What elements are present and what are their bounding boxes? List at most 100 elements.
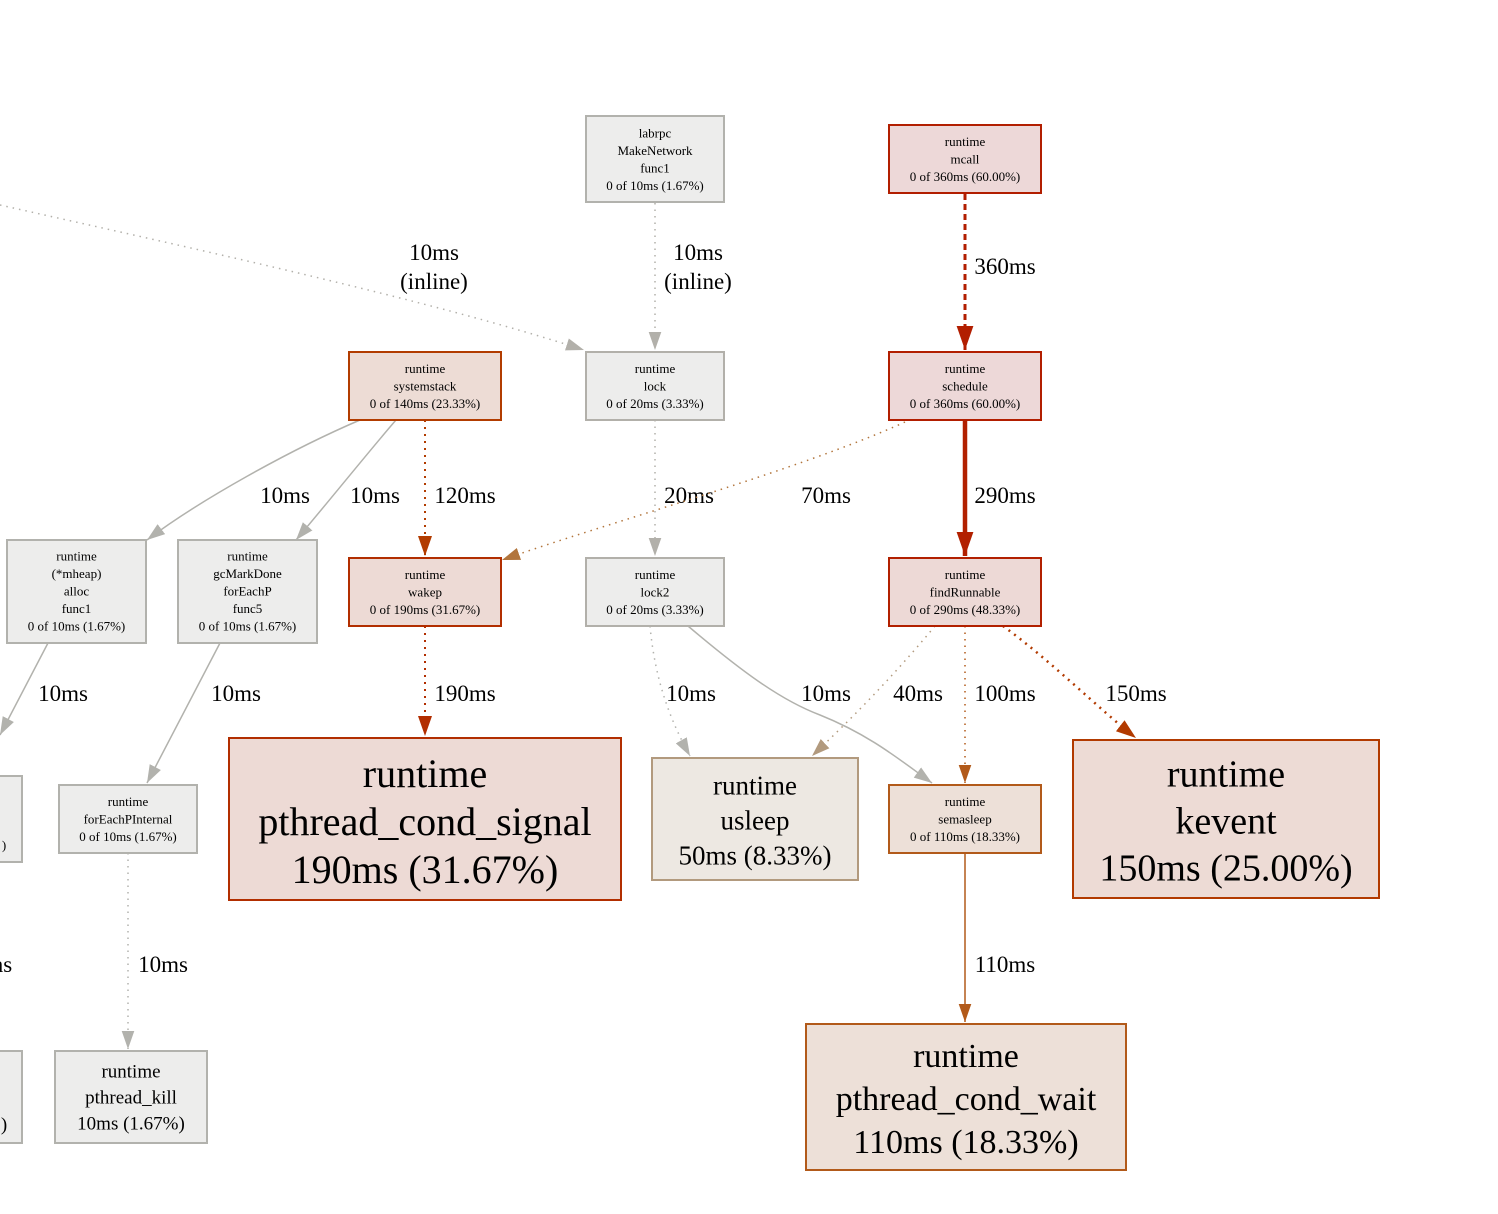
node-label-line: runtime xyxy=(713,770,797,800)
edge-wakep-to-pthread_cond_signal: 190ms xyxy=(418,626,496,736)
edge-label: 150ms xyxy=(1105,681,1166,706)
edge-label: 10ms xyxy=(138,952,188,977)
node-label-line: 0 of 360ms (60.00%) xyxy=(910,396,1021,411)
node-label-line: runtime xyxy=(108,794,149,809)
node-label-line: runtime xyxy=(405,567,446,582)
node-label-line: lock2 xyxy=(641,585,670,600)
node-box[interactable] xyxy=(54,1050,208,1144)
node-label-line: 0 of 20ms (3.33%) xyxy=(606,396,704,411)
node-label-line: forEachPInternal xyxy=(84,812,173,827)
edge-label: 10ms xyxy=(211,681,261,706)
node-partial-node-a[interactable]: ) xyxy=(0,775,23,863)
node-box[interactable] xyxy=(651,757,859,881)
node-wakep[interactable]: runtime wakep 0 of 190ms (31.67%) xyxy=(348,557,502,627)
edge-label: (inline) xyxy=(664,269,732,294)
edge-lock2-to-semasleep: 10ms xyxy=(687,625,933,784)
node-box[interactable] xyxy=(0,1050,23,1144)
node-box[interactable] xyxy=(888,351,1042,421)
node-label-line: MakeNetwork xyxy=(617,143,693,158)
edge-findrunnable-to-usleep: 40ms xyxy=(811,625,943,757)
node-box[interactable] xyxy=(6,539,147,644)
node-label-line: kevent xyxy=(1175,800,1277,842)
node-box[interactable] xyxy=(348,557,502,627)
node-box[interactable] xyxy=(888,124,1042,194)
edge-label: 20ms xyxy=(664,483,714,508)
edge-partial-edge: ns xyxy=(0,952,12,977)
node-label-line: 0 of 20ms (3.33%) xyxy=(606,602,704,617)
edge-mcall-to-schedule: 360ms xyxy=(956,194,1036,350)
node-label-line: gcMarkDone xyxy=(213,566,282,581)
node-label-line: runtime xyxy=(1167,753,1285,795)
node-label-line: usleep xyxy=(721,805,790,835)
node-box[interactable] xyxy=(805,1023,1127,1171)
node-label-line: pthread_cond_wait xyxy=(836,1081,1097,1118)
node-label-line: 0 of 10ms (1.67%) xyxy=(79,829,177,844)
edge-schedule-to-findrunnable: 290ms xyxy=(956,420,1036,556)
node-label-line: runtime xyxy=(363,751,487,796)
node-label-line: labrpc xyxy=(639,125,672,140)
node-label-line: func1 xyxy=(62,601,92,616)
node-usleep[interactable]: runtime usleep 50ms (8.33%) xyxy=(651,757,859,881)
node-box[interactable] xyxy=(228,737,622,901)
node-label-line: 0 of 10ms (1.67%) xyxy=(199,619,297,634)
node-label-line: schedule xyxy=(942,379,988,394)
edge-semasleep-to-pthread_cond_wait: 110ms xyxy=(958,853,1036,1022)
edge-gcmarkdone-to-foreachpinternal: 10ms xyxy=(146,642,261,784)
edge-label: 70ms xyxy=(801,483,851,508)
edge-label: 10ms xyxy=(409,240,459,265)
node-box[interactable] xyxy=(888,557,1042,627)
edge-label: 10ms xyxy=(666,681,716,706)
node-label-line: runtime xyxy=(635,361,676,376)
node-label-line: 50ms (8.33%) xyxy=(679,840,832,870)
node-box[interactable] xyxy=(585,351,725,421)
node-box[interactable] xyxy=(177,539,318,644)
node-label-line: runtime xyxy=(945,134,986,149)
node-box[interactable] xyxy=(585,115,725,203)
node-box[interactable] xyxy=(1072,739,1380,899)
edge-label: 110ms xyxy=(975,952,1036,977)
node-label-line: 0 of 290ms (48.33%) xyxy=(910,602,1021,617)
node-box[interactable] xyxy=(0,775,23,863)
node-label-line: runtime xyxy=(945,794,986,809)
edge-lock2-to-usleep: 10ms xyxy=(649,625,716,757)
node-label-line: findRunnable xyxy=(930,585,1001,600)
node-box[interactable] xyxy=(888,784,1042,854)
edge-systemstack-to-gcmarkdone: 10ms xyxy=(295,419,400,541)
node-label-line: runtime xyxy=(945,567,986,582)
node-box[interactable] xyxy=(585,557,725,627)
edge-mheapalloc-to-offscreen: 10ms xyxy=(0,642,88,736)
node-label-line: runtime xyxy=(56,549,97,564)
node-label-line: 0 of 190ms (31.67%) xyxy=(370,602,481,617)
edge-label: 360ms xyxy=(974,254,1035,279)
edge-line xyxy=(687,625,933,784)
node-label-line: alloc xyxy=(64,584,89,599)
node-label-line: wakep xyxy=(408,585,442,600)
edge-label: 290ms xyxy=(974,483,1035,508)
node-foreachpinternal[interactable]: runtime forEachPInternal 0 of 10ms (1.67%) xyxy=(58,784,198,854)
node-label-line: 0 of 140ms (23.33%) xyxy=(370,396,481,411)
node-label-line: ) xyxy=(2,838,6,853)
edge-systemstack-to-mheapalloc: 10ms xyxy=(146,419,361,541)
edge-lock-to-lock2: 20ms xyxy=(648,420,714,556)
node-label-line: runtime xyxy=(101,1062,160,1083)
node-findrunnable[interactable]: runtime findRunnable 0 of 290ms (48.33%) xyxy=(888,557,1042,627)
node-partial-node-b[interactable]: ) xyxy=(0,1050,23,1144)
edge-line xyxy=(146,419,361,541)
node-label-line: runtime xyxy=(913,1038,1019,1075)
edge-makenetwork-to-lock: 10ms(inline) xyxy=(648,203,732,350)
node-box[interactable] xyxy=(348,351,502,421)
node-box[interactable] xyxy=(58,784,198,854)
